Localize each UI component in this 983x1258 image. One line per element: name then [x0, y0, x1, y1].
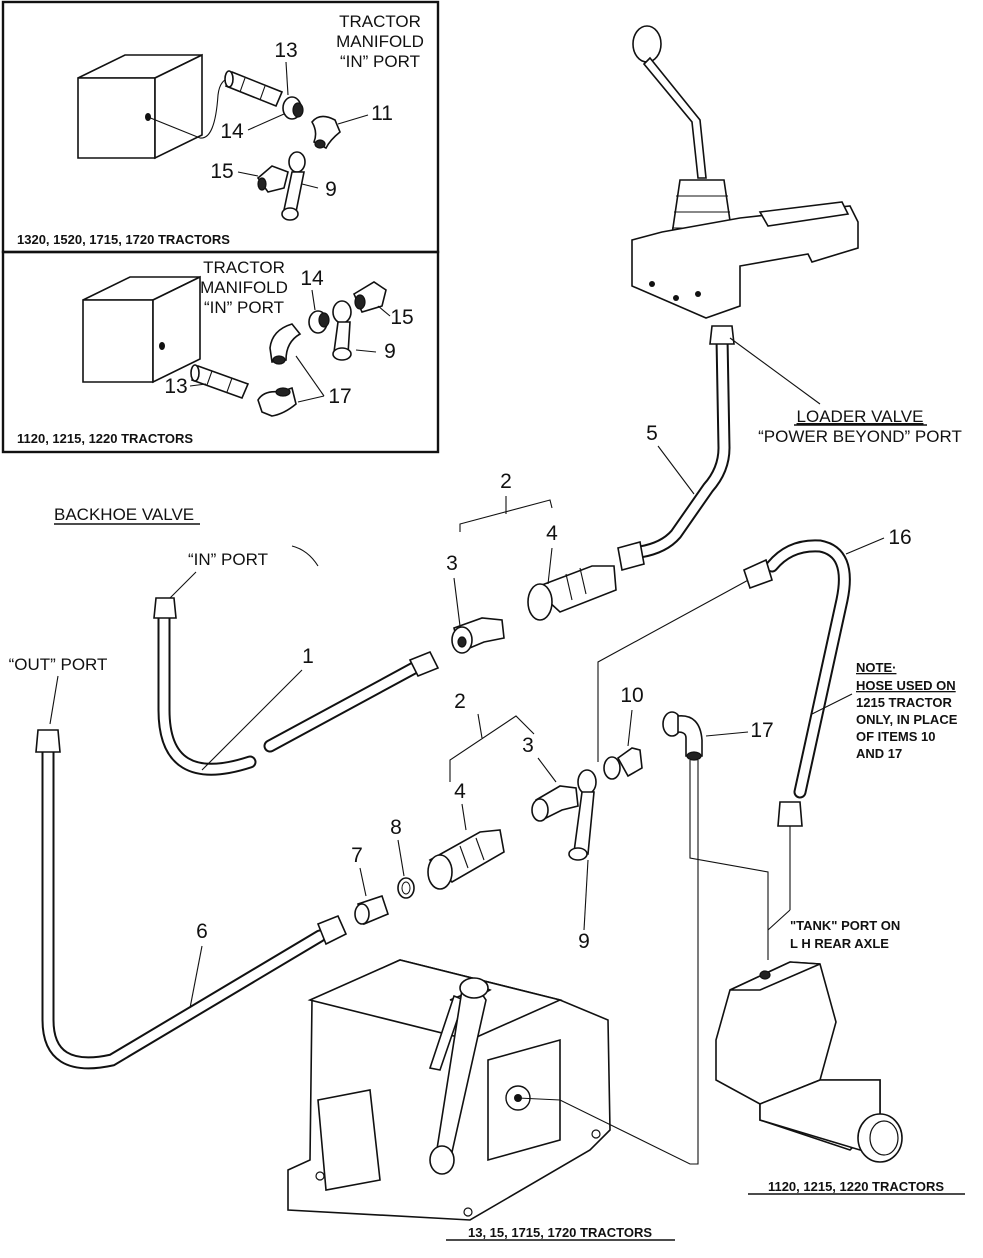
inset-bottom-header-line3: “IN” PORT: [204, 298, 284, 317]
inset-bottom-callout-9: 9: [384, 340, 396, 363]
inset-top-header-line2: MANIFOLD: [336, 32, 424, 51]
part-13-nipple-2: [190, 364, 250, 400]
part-15-adapter-2: [352, 281, 387, 313]
part-3-upper-coupler-half: [451, 617, 505, 654]
inset-top-callout-9: 9: [325, 178, 337, 201]
note-title: NOTE·: [856, 660, 896, 675]
callout-3-lower: 3: [522, 734, 534, 757]
inset-bottom: TRACTOR MANIFOLD “IN” PORT: [1, 250, 440, 454]
inset-bottom-callout-14: 14: [300, 267, 324, 290]
part-17-elbow-main: [662, 711, 703, 761]
hose-1: [153, 597, 440, 776]
callout-7: 7: [351, 844, 363, 867]
inset-top-caption: 1320, 1520, 1715, 1720 TRACTORS: [17, 232, 230, 247]
inset-top-header-line1: TRACTOR: [339, 12, 421, 31]
inset-top-callout-13: 13: [274, 39, 297, 62]
callout-3-upper: 3: [446, 552, 458, 575]
note-line-3: ONLY, IN PLACE: [856, 712, 958, 727]
out-port-label: “OUT” PORT: [9, 655, 108, 674]
part-15-adapter: [256, 165, 289, 193]
callout-6: 6: [196, 920, 208, 943]
inset-top-callout-15: 15: [210, 160, 233, 183]
note-line-5: AND 17: [856, 746, 902, 761]
backhoe-control-valve-body: [287, 959, 611, 1221]
callout-10: 10: [620, 684, 643, 707]
power-beyond-port-label: “POWER BEYOND” PORT: [758, 427, 962, 446]
callout-16: 16: [888, 526, 911, 549]
callout-2-upper: 2: [500, 470, 512, 493]
caption-right: 1120, 1215, 1220 TRACTORS: [768, 1179, 944, 1194]
part-13-nipple: [224, 70, 284, 108]
callout-1: 1: [302, 645, 314, 668]
inset-top-header-line3: “IN” PORT: [340, 52, 420, 71]
inset-top-callout-11: 11: [371, 102, 393, 125]
part-3-lower-coupler-half: [531, 785, 579, 822]
callout-9: 9: [578, 930, 590, 953]
tractor-manifold-cube-2: [82, 275, 201, 384]
loader-valve-label: LOADER VALVE: [797, 407, 924, 426]
part-11-elbow: [311, 115, 341, 150]
hose-5: [617, 325, 735, 572]
part-9-banjo-2: [332, 300, 352, 361]
part-7-adapter: [354, 894, 389, 926]
part-14-adapter-2: [308, 310, 330, 334]
tank-port-label-line1: "TANK" PORT ON: [790, 918, 900, 933]
callout-2-lower: 2: [454, 690, 466, 713]
backhoe-valve-label: BACKHOE VALVE: [54, 505, 194, 524]
inset-bottom-caption: 1120, 1215, 1220 TRACTORS: [17, 431, 193, 446]
tank-port-label-line2: L H REAR AXLE: [790, 936, 889, 951]
callout-4-upper: 4: [546, 522, 558, 545]
note-line-1: HOSE USED ON: [856, 678, 956, 693]
part-9-banjo-main: [568, 769, 597, 861]
inset-bottom-header-line2: MANIFOLD: [200, 278, 288, 297]
part-8-o-ring: [397, 877, 415, 899]
callout-4-lower: 4: [454, 780, 466, 803]
hose-6: [35, 729, 348, 1070]
inset-bottom-callout-17: 17: [328, 385, 351, 408]
note-line-4: OF ITEMS 10: [856, 729, 935, 744]
rear-axle-housing: [715, 961, 903, 1163]
note-line-2: 1215 TRACTOR: [856, 695, 952, 710]
callout-5: 5: [646, 422, 658, 445]
caption-bottom: 13, 15, 1715, 1720 TRACTORS: [468, 1225, 652, 1240]
part-10-adapter: [603, 747, 643, 780]
part-17-elbow-upper: [269, 323, 302, 365]
inset-top-callout-14: 14: [220, 120, 244, 143]
part-14-adapter: [282, 96, 304, 120]
tractor-manifold-cube: [77, 53, 203, 160]
inset-top: TRACTOR MANIFOLD “IN” PORT: [1, 0, 440, 254]
hose-16: [743, 539, 851, 827]
callout-8: 8: [390, 816, 402, 839]
inset-bottom-callout-13: 13: [164, 375, 187, 398]
part-17-elbow-lower: [257, 386, 297, 417]
part-4-upper-coupler: [527, 565, 617, 621]
note-block: NOTE· HOSE USED ON 1215 TRACTOR ONLY, IN…: [856, 660, 958, 761]
in-port-label: “IN” PORT: [188, 550, 268, 569]
part-4-lower-coupler: [427, 829, 505, 890]
callout-17: 17: [750, 719, 773, 742]
inset-bottom-header-line1: TRACTOR: [203, 258, 285, 277]
part-9-banjo: [281, 151, 306, 221]
loader-control-valve: [631, 25, 859, 319]
inset-bottom-callout-15: 15: [390, 306, 413, 329]
